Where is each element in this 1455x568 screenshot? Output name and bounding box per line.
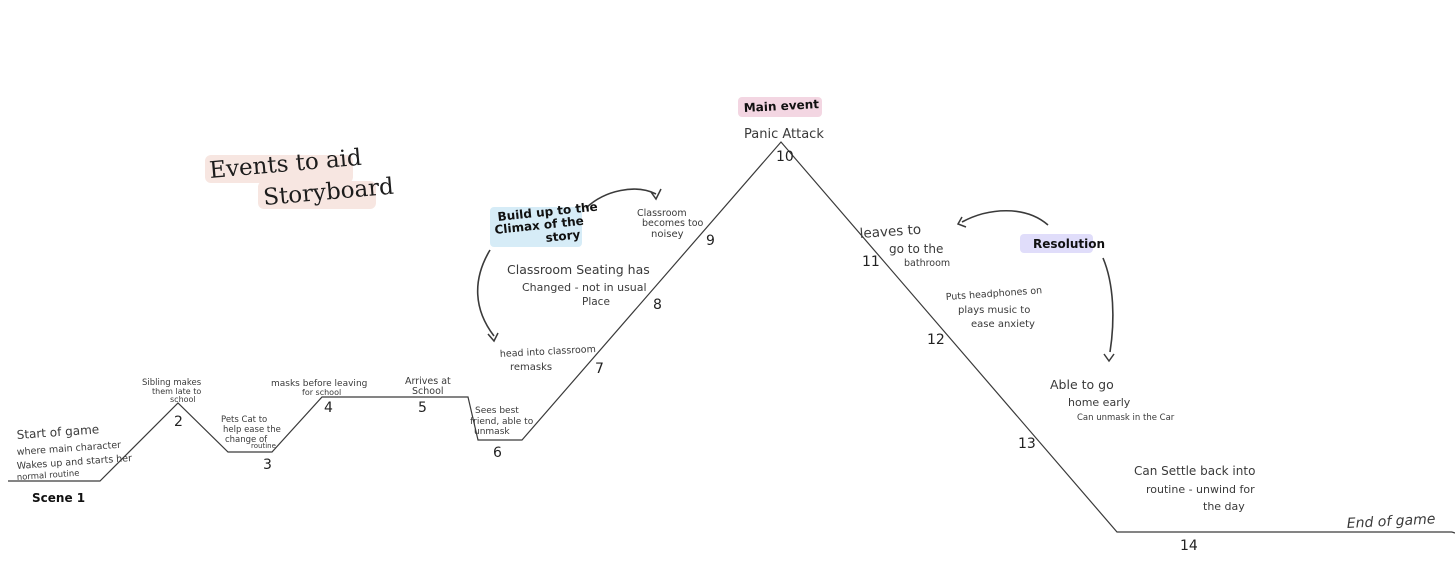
event-14-text-3: the day — [1203, 500, 1245, 513]
event-10-text-1: Panic Attack — [744, 127, 824, 142]
event-12-number: 12 — [927, 332, 945, 348]
event-8-text-1: Classroom Seating has — [507, 262, 650, 277]
event-11-text-1: leaves to — [859, 222, 921, 242]
event-9-text-2: becomes too — [642, 218, 704, 229]
resolution-highlight — [1020, 234, 1093, 253]
event-7-number: 7 — [595, 361, 604, 377]
main-event-tag: Main event — [743, 97, 819, 115]
event-2-text-2: them late to — [152, 387, 201, 396]
event-5-number: 5 — [418, 400, 427, 416]
end-of-game-label: End of game — [1346, 511, 1435, 532]
resolution-arrow-right-head — [1103, 353, 1115, 363]
event-5-text-1: Arrives at — [405, 376, 451, 387]
event-13-text-2: home early — [1068, 396, 1131, 409]
event-3-text-2: help ease the — [223, 425, 281, 435]
event-13-text-1: Able to go — [1050, 377, 1114, 392]
event-1-text-4: normal routine — [17, 469, 80, 483]
event-2-text-1: Sibling makes — [142, 378, 202, 388]
event-7-text-2: remasks — [510, 362, 552, 373]
event-11-number: 11 — [862, 254, 880, 270]
event-12-text-2: plays music to — [958, 305, 1030, 316]
resolution-arrow-top — [961, 209, 1049, 226]
event-3-text-1: Pets Cat to — [221, 415, 267, 425]
buildup-tag-line-3: story — [545, 227, 581, 245]
event-9-number: 9 — [706, 233, 715, 249]
event-3-text-4: routine — [251, 442, 276, 450]
event-13-text-3: Can unmask in the Car — [1077, 413, 1175, 423]
event-14-text-1: Can Settle back into — [1134, 464, 1255, 478]
resolution-tag: Resolution — [1033, 237, 1105, 251]
resolution-arrow-right — [1102, 257, 1114, 353]
event-1-text-1: Start of game — [16, 422, 99, 442]
event-14-text-2: routine - unwind for — [1146, 483, 1255, 496]
buildup-highlight — [490, 207, 582, 247]
event-7-text-1: head into classroom — [500, 344, 597, 360]
event-6-text-1: Sees best — [475, 406, 519, 416]
event-2-text-3: school — [170, 395, 196, 404]
event-13-number: 13 — [1018, 436, 1036, 452]
event-14-number: 14 — [1180, 538, 1198, 554]
buildup-arrow-top — [585, 188, 657, 209]
event-1-number: Scene 1 — [32, 491, 85, 505]
event-8-text-2: Changed - not in usual — [522, 281, 647, 294]
resolution-arrow-top-head — [956, 216, 967, 228]
event-6-number: 6 — [493, 445, 502, 461]
event-2-number: 2 — [174, 414, 183, 430]
event-9-text-3: noisey — [651, 229, 684, 240]
event-9-text-1: Classroom — [637, 208, 687, 219]
event-4-text-1: masks before leaving — [271, 379, 367, 389]
event-3-number: 3 — [263, 457, 272, 473]
title-highlight-2 — [258, 181, 376, 209]
event-10-number: 10 — [776, 149, 794, 165]
event-12-text-1: Puts headphones on — [945, 285, 1042, 303]
main-event-highlight — [738, 97, 822, 117]
event-4-number: 4 — [324, 400, 333, 416]
story-arc-line — [8, 141, 1452, 533]
title-highlight-1 — [205, 155, 353, 183]
event-6-text-2: friend, able to — [470, 417, 534, 427]
event-8-text-3: Place — [582, 296, 610, 308]
buildup-arrow-top-head — [650, 188, 662, 201]
event-8-number: 8 — [653, 297, 662, 313]
event-5-text-2: School — [412, 386, 444, 397]
event-11-text-2: go to the — [889, 242, 943, 256]
event-3-text-3: change of — [225, 435, 268, 445]
event-6-text-3: unmask — [474, 427, 510, 437]
buildup-arrow-left-head — [487, 332, 499, 343]
event-12-text-3: ease anxiety — [971, 319, 1035, 330]
event-11-text-3: bathroom — [904, 258, 950, 269]
event-4-text-2: for school — [302, 388, 341, 397]
buildup-arrow-left — [476, 249, 495, 337]
